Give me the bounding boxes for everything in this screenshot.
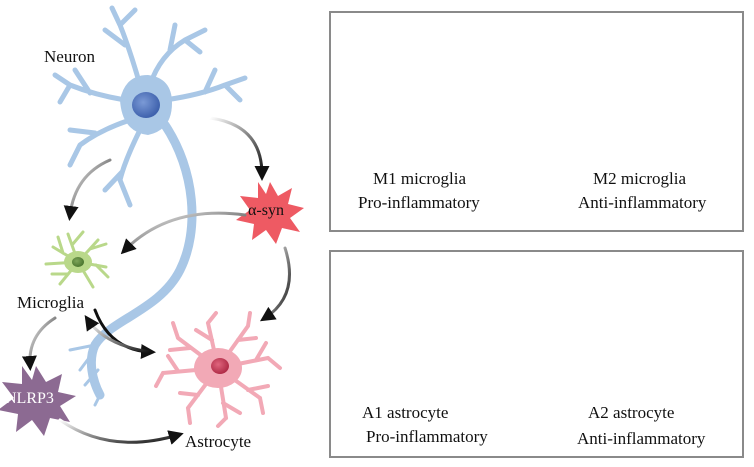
arrow-astrocyte-to-microglia	[84, 315, 152, 354]
microglia-cell	[44, 230, 110, 289]
a2-astrocyte-subtitle: Anti-inflammatory	[577, 429, 706, 448]
a1-astrocyte-subtitle: Pro-inflammatory	[366, 427, 488, 446]
neuron-label: Neuron	[44, 47, 95, 66]
asyn-label: α-syn	[248, 202, 284, 219]
a2-astrocyte-title: A2 astrocyte	[588, 403, 675, 422]
astrocyte-panel	[329, 250, 744, 458]
arrow-microglia-to-nlrp3	[21, 316, 57, 371]
arrow-nlrp3-to-astrocyte	[58, 418, 184, 445]
nlrp3-label: NLRP3	[5, 390, 54, 407]
a1-astrocyte-title: A1 astrocyte	[362, 403, 449, 422]
astrocyte-cell	[154, 311, 282, 428]
astrocyte-label: Astrocyte	[185, 432, 252, 451]
arrows	[21, 116, 291, 445]
nlrp3-burst	[0, 366, 76, 436]
arrow-neuron-to-microglia	[63, 158, 112, 221]
m1-microglia-subtitle: Pro-inflammatory	[358, 193, 480, 212]
arrow-neuron-to-asyn	[208, 116, 270, 181]
neuron-cell	[52, 5, 248, 407]
microglia-panel	[329, 11, 744, 232]
m2-microglia-subtitle: Anti-inflammatory	[578, 193, 707, 212]
microglia-label: Microglia	[17, 293, 85, 312]
m1-microglia-title: M1 microglia	[373, 169, 467, 188]
arrow-asyn-to-microglia	[120, 211, 247, 255]
arrow-asyn-to-astrocyte	[259, 246, 291, 322]
asyn-burst	[236, 182, 304, 244]
m2-microglia-title: M2 microglia	[593, 169, 687, 188]
neuron-nucleus	[132, 92, 160, 118]
